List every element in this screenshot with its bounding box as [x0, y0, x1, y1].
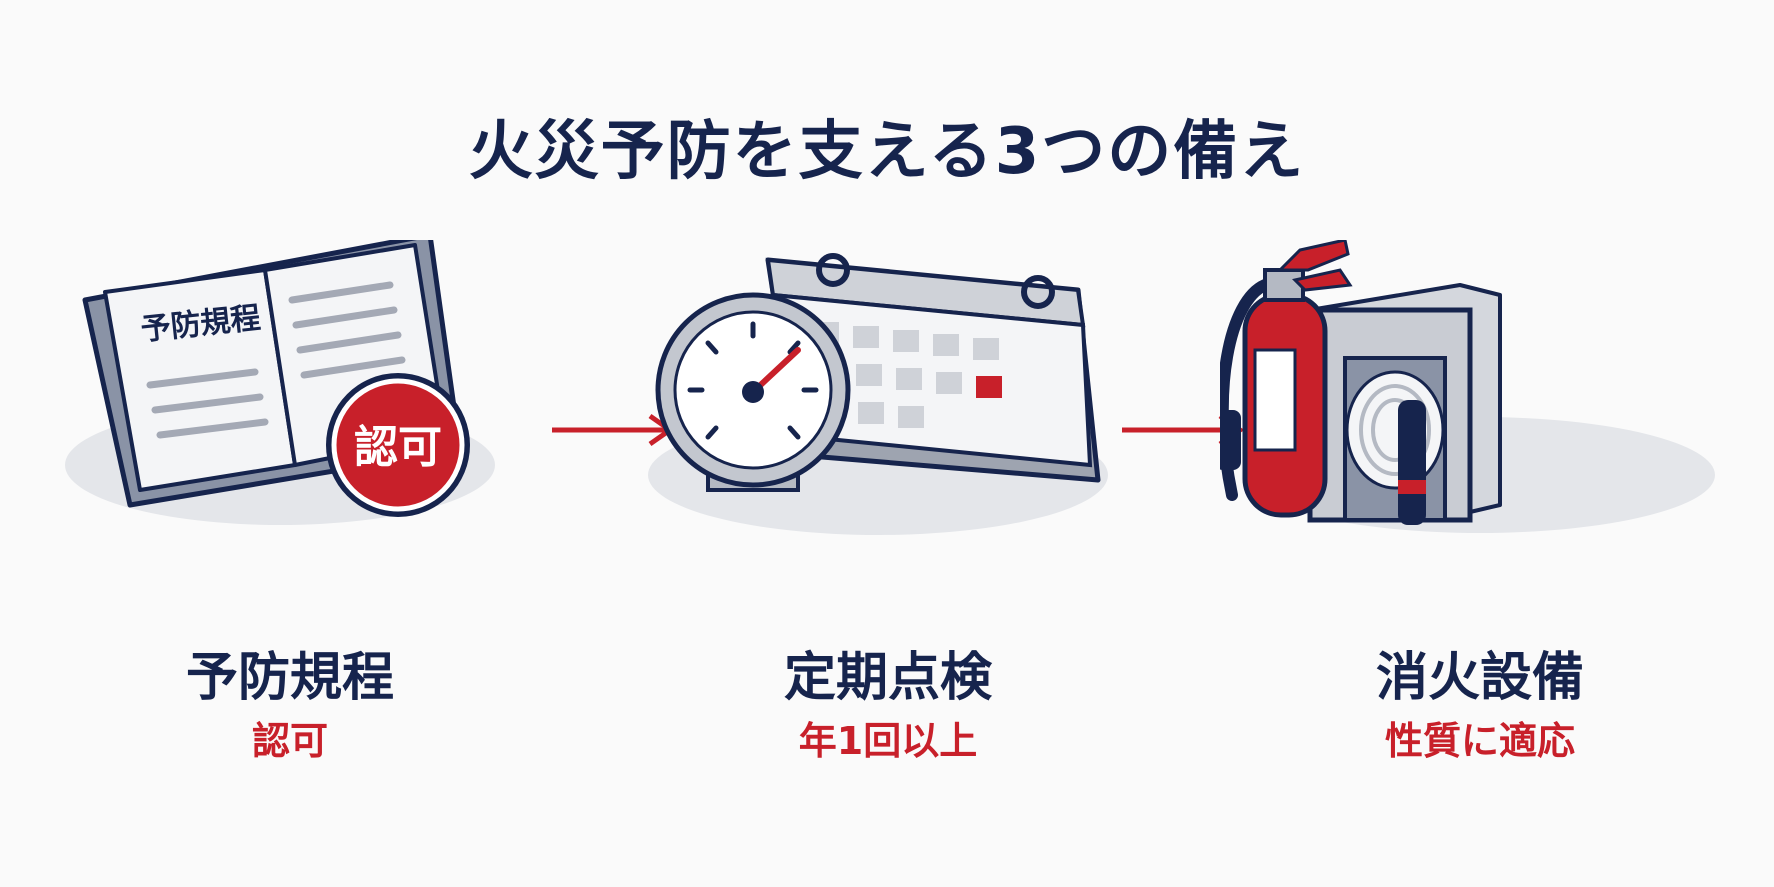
item-label: 予防規程 — [185, 648, 394, 708]
item-regulation: 予防規程 認可 予防規程 認可 — [30, 240, 550, 800]
item-sub: 性質に適応 — [1384, 719, 1575, 763]
item-sub: 年1回以上 — [798, 719, 978, 763]
fire-extinguisher-hose-icon — [1220, 240, 1715, 533]
item-inspection: 定期点検 年1回以上 — [628, 240, 1148, 800]
item-sub: 認可 — [251, 719, 328, 763]
page-title: 火災予防を支える3つの備え — [468, 115, 1306, 189]
regulation-book-icon: 予防規程 認可 — [65, 240, 495, 525]
item-equipment: 消火設備 性質に適応 — [1220, 240, 1740, 800]
item-label: 消火設備 — [1375, 648, 1584, 708]
gauge-calendar-icon — [648, 253, 1108, 535]
item-label: 定期点検 — [783, 648, 992, 708]
stamp-text: 認可 — [354, 422, 442, 473]
